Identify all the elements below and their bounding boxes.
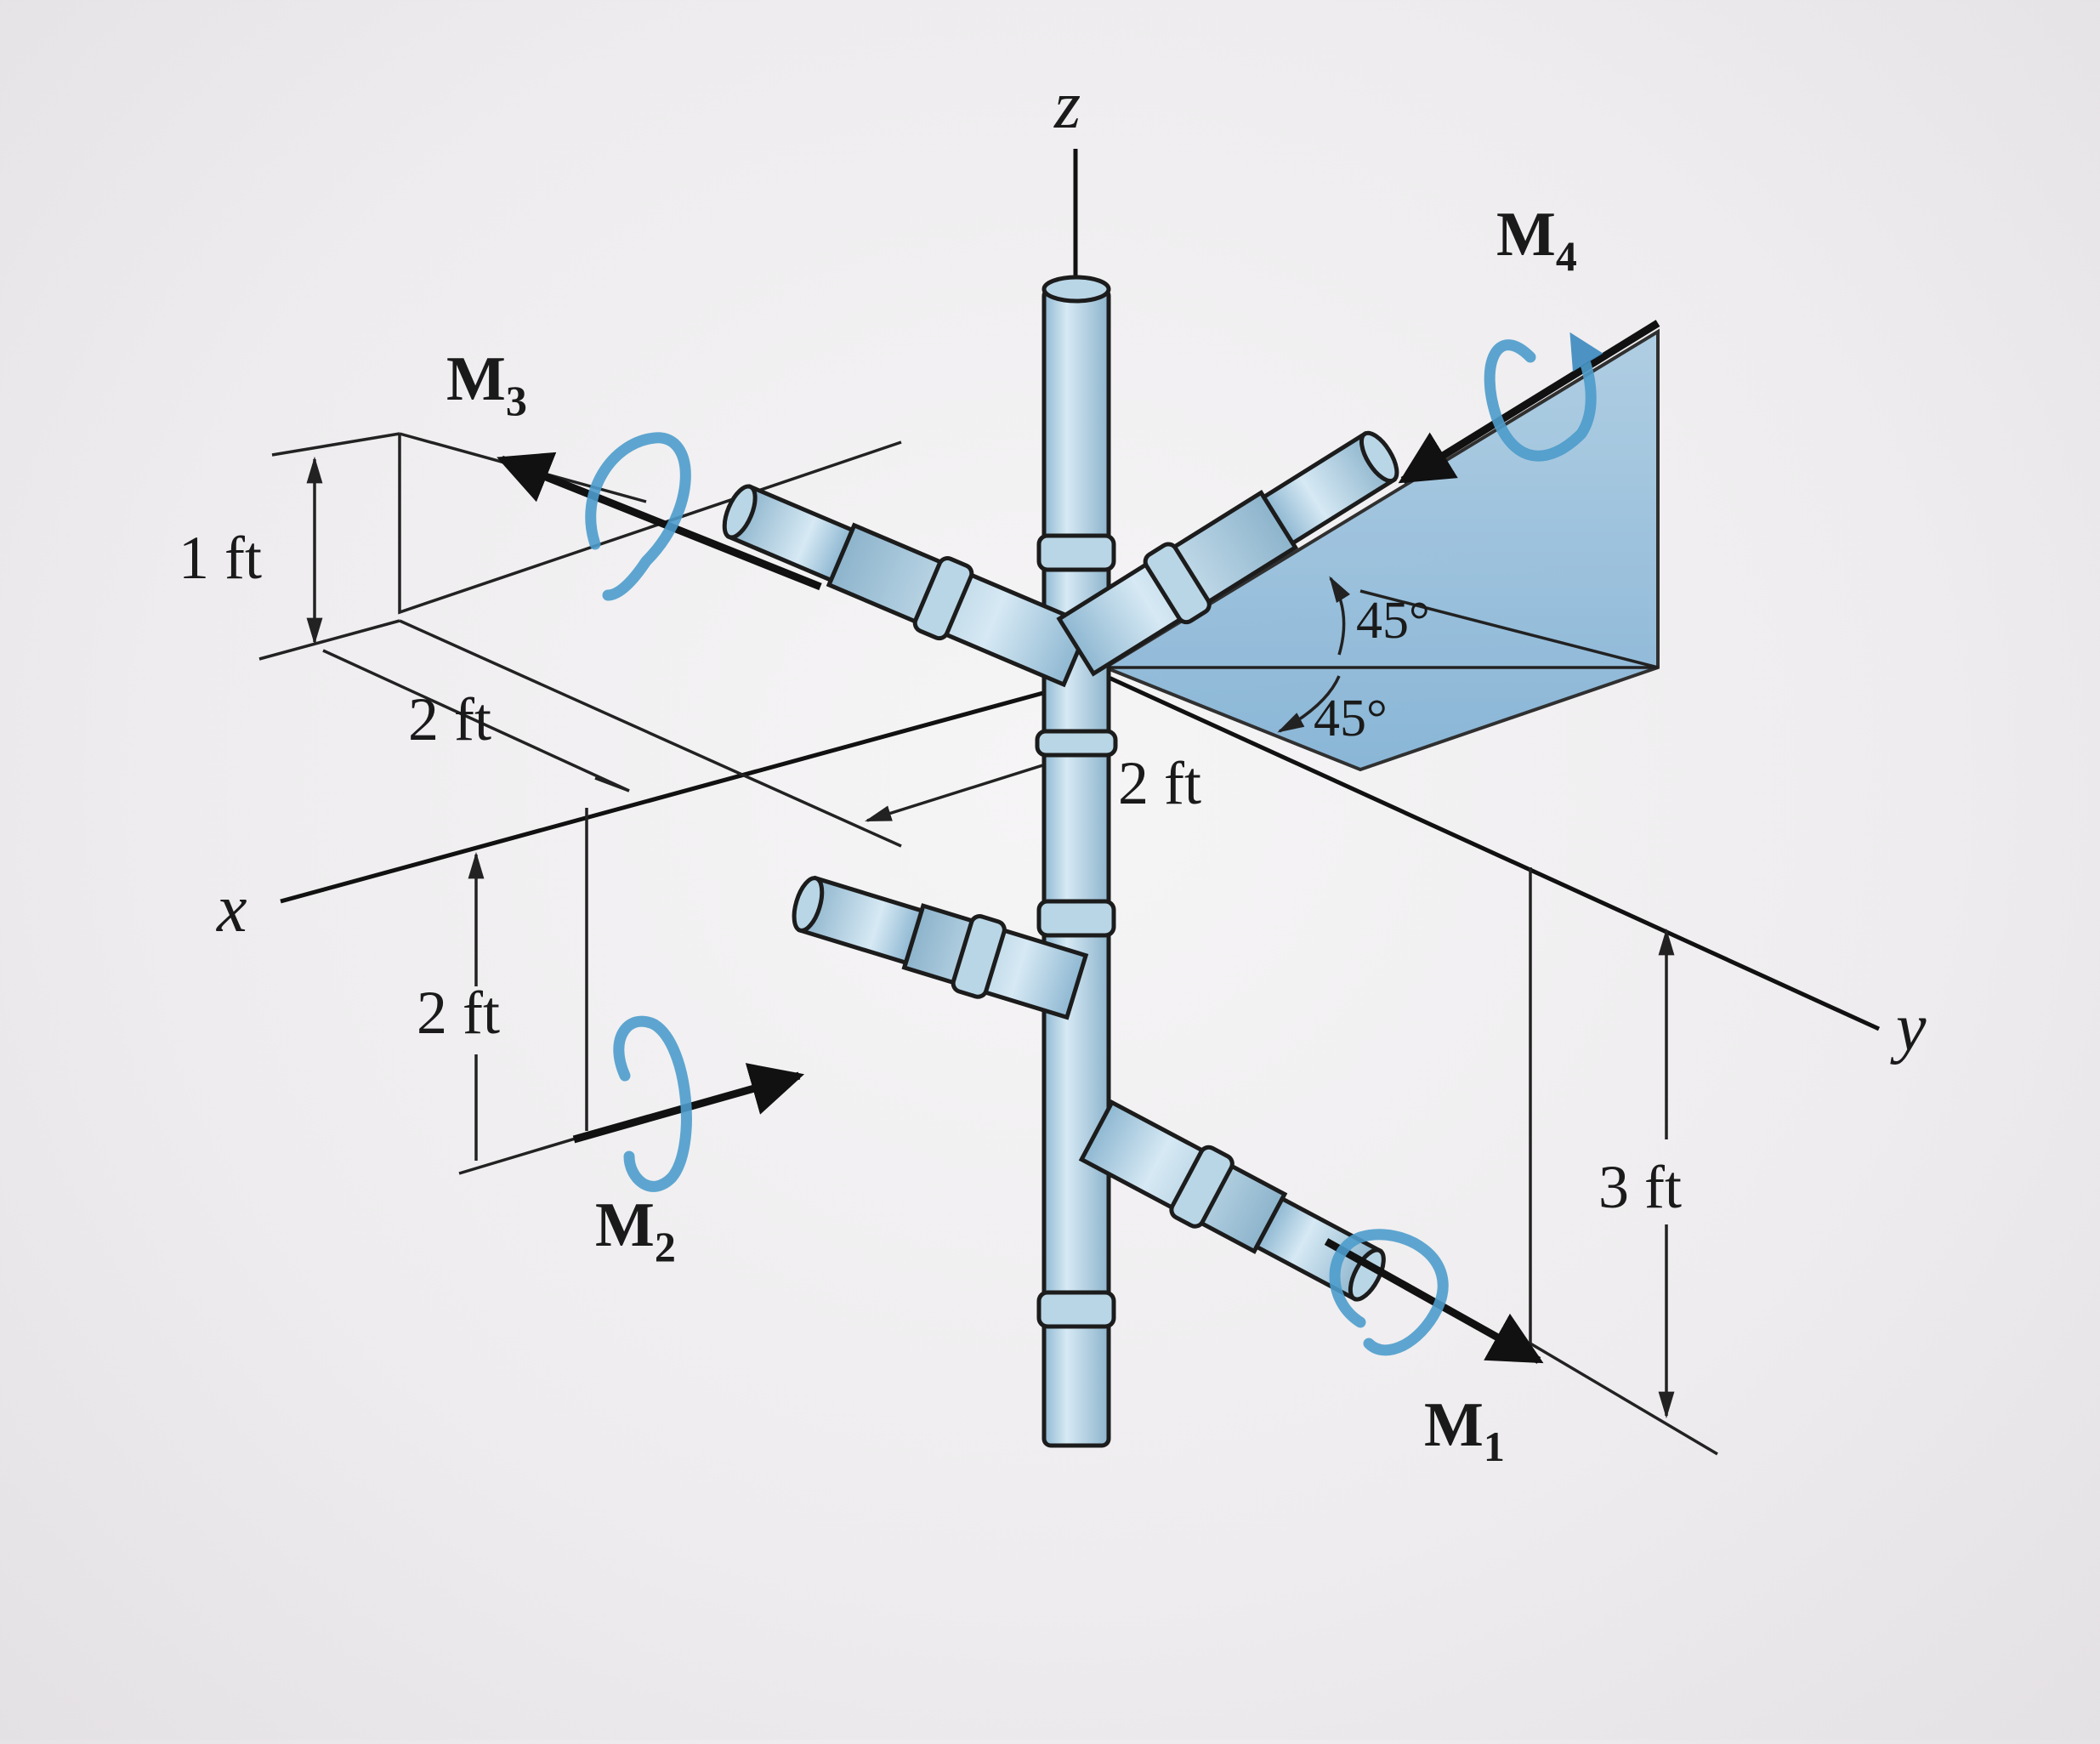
inclined-plane bbox=[1101, 328, 1660, 772]
y-axis-line bbox=[1104, 673, 1881, 1031]
dim-2ft-top: 2 ft bbox=[408, 685, 491, 753]
coupling-mid bbox=[1036, 899, 1116, 938]
dim-1ft: 1 ft bbox=[179, 524, 262, 592]
m3-vector bbox=[497, 452, 822, 591]
axis-label-y: y bbox=[1890, 991, 1927, 1065]
x-axis-line bbox=[280, 673, 1106, 904]
coupling-top bbox=[1036, 533, 1116, 572]
m1-vector bbox=[1324, 1238, 1544, 1364]
m4-rotation-icon bbox=[1484, 332, 1603, 462]
angle-label-upper: 45° bbox=[1356, 592, 1430, 650]
pipe-branch-m1 bbox=[1078, 1099, 1386, 1302]
m1-rotation-icon bbox=[1329, 1229, 1449, 1356]
axis-label-x: x bbox=[216, 872, 247, 946]
coupling-axis bbox=[1035, 729, 1118, 758]
dim-2ft-left: 2 ft bbox=[417, 979, 500, 1047]
m4-vector bbox=[1398, 320, 1660, 484]
pipe-branch-m3 bbox=[722, 484, 1093, 688]
pipe-branch-m4 bbox=[1056, 430, 1399, 677]
dim-2ft-mid: 2 ft bbox=[1118, 749, 1201, 817]
rotation-arrows bbox=[585, 332, 1603, 1356]
dim-3ft: 3 ft bbox=[1598, 1153, 1682, 1221]
vertical-pipe bbox=[1035, 275, 1118, 1448]
m2-rotation-icon bbox=[613, 1015, 692, 1192]
coordinate-axes bbox=[280, 149, 1881, 1031]
angle-label-lower: 45° bbox=[1314, 690, 1388, 747]
label-m3: M3 bbox=[446, 344, 527, 424]
label-m2: M2 bbox=[595, 1190, 676, 1270]
axis-label-z: z bbox=[1053, 68, 1081, 143]
coupling-bottom bbox=[1036, 1290, 1116, 1329]
dimension-lines bbox=[258, 432, 1718, 1456]
label-m1: M1 bbox=[1424, 1390, 1505, 1470]
m3-rotation-icon bbox=[585, 432, 691, 601]
pipe-branch-m2 bbox=[792, 875, 1089, 1020]
label-m4: M4 bbox=[1496, 200, 1577, 280]
